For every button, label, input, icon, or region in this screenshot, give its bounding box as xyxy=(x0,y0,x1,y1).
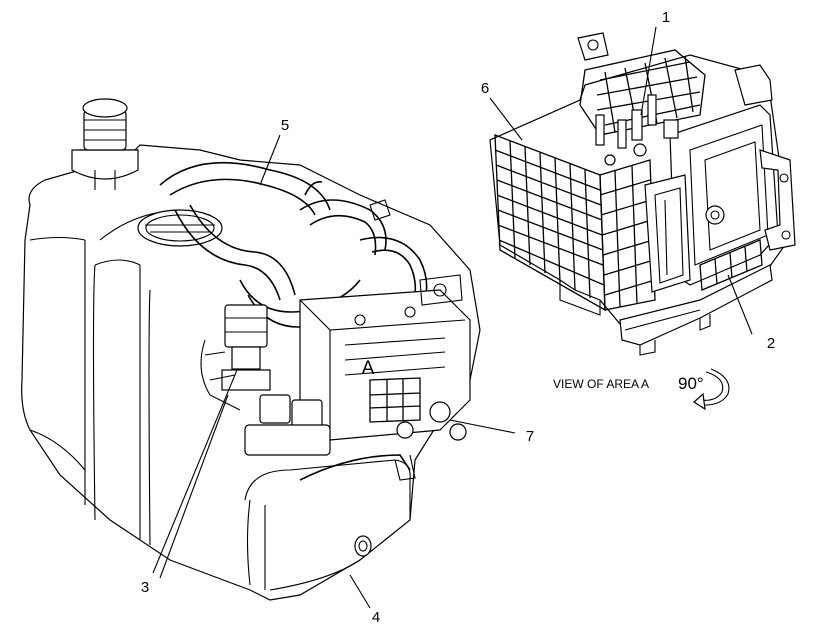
callout-labels: 1 2 3 4 5 6 7 A xyxy=(141,9,775,626)
leader-3b xyxy=(159,394,229,579)
leader-5 xyxy=(259,134,281,186)
leader-lines xyxy=(152,26,753,609)
callout-6: 6 xyxy=(481,80,489,97)
callout-2: 2 xyxy=(767,335,775,352)
callout-1: 1 xyxy=(662,9,670,26)
leader-1 xyxy=(640,26,657,116)
leader-3 xyxy=(152,369,238,574)
rotation-label: 90° xyxy=(678,374,704,393)
leader-6 xyxy=(489,97,523,141)
view-caption: VIEW OF AREA A xyxy=(553,377,649,391)
callout-4: 4 xyxy=(372,609,380,626)
leader-2 xyxy=(727,274,753,335)
rotate-arrow-icon xyxy=(693,368,730,411)
leader-7 xyxy=(449,419,516,434)
callout-5: 5 xyxy=(281,117,289,134)
view-caption-group: VIEW OF AREA A 90° xyxy=(553,368,730,411)
area-a-detail xyxy=(489,32,796,356)
tank-assembly xyxy=(21,98,481,601)
callout-3: 3 xyxy=(141,579,149,596)
callout-7: 7 xyxy=(526,428,534,445)
leader-4 xyxy=(349,574,371,609)
area-marker: A xyxy=(362,358,375,379)
